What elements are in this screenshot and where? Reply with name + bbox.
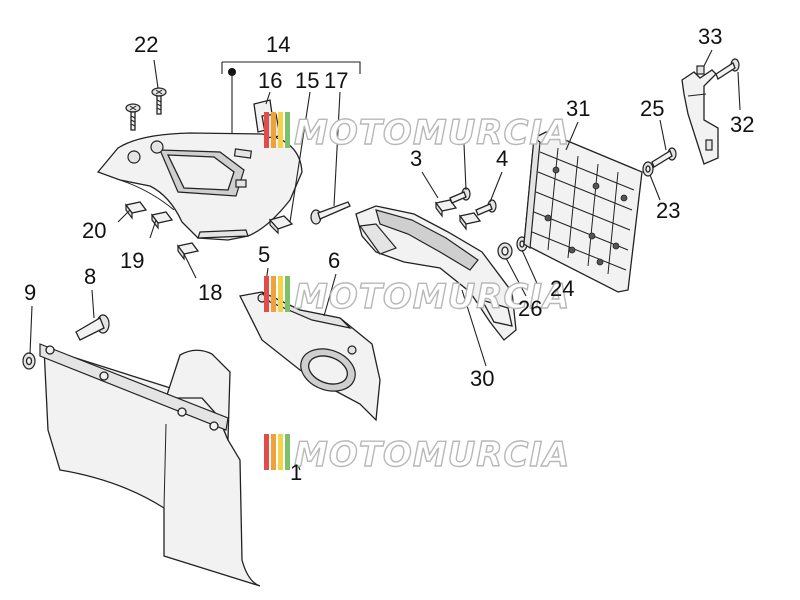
part-8-bolt — [75, 314, 110, 341]
callout-5: 5 — [258, 242, 270, 267]
part-19-clip — [150, 211, 174, 230]
part-3-bracket — [434, 187, 471, 218]
part-22-screws — [125, 87, 167, 131]
callout-24: 24 — [550, 276, 574, 301]
part-31-plate-holder — [523, 131, 643, 293]
callout-16: 16 — [258, 68, 282, 93]
part-23-washer — [642, 161, 654, 177]
callout-26: 26 — [518, 296, 542, 321]
callout-labels: 22 14 16 15 17 20 19 18 5 6 8 9 1 3 4 30… — [24, 24, 754, 485]
watermark-text: MOTOMURCIA — [294, 113, 570, 153]
callout-8: 8 — [84, 264, 96, 289]
part-30-light-housing — [355, 205, 517, 341]
part-1-mudflap — [39, 343, 261, 587]
part-18-clip — [176, 242, 200, 261]
part-6-inner-guard — [239, 291, 381, 422]
watermark-top: MOTOMURCIA — [264, 112, 570, 154]
callout-32: 32 — [730, 112, 754, 137]
callout-3: 3 — [410, 146, 422, 171]
callout-23: 23 — [656, 198, 680, 223]
callout-4: 4 — [496, 146, 508, 171]
callout-25: 25 — [640, 96, 664, 121]
callout-20: 20 — [82, 218, 106, 243]
watermark-middle: MOTOMURCIA — [264, 276, 570, 318]
part-32-screw — [715, 58, 740, 80]
watermark-bottom: MOTOMURCIA — [264, 434, 570, 476]
part-26-washer — [497, 242, 513, 260]
part-20-clip — [124, 201, 148, 220]
callout-6: 6 — [328, 248, 340, 273]
callout-22: 22 — [134, 32, 158, 57]
leader-lines — [29, 49, 741, 471]
callout-1: 1 — [290, 460, 302, 485]
part-17-rivet — [310, 201, 351, 225]
part-15-nut — [268, 215, 294, 235]
watermark-text: MOTOMURCIA — [294, 435, 570, 475]
part-25-bolt — [651, 147, 677, 168]
part-14-carrier — [96, 132, 303, 241]
callout-9: 9 — [24, 280, 36, 305]
watermark-text: MOTOMURCIA — [294, 277, 570, 317]
callout-19: 19 — [120, 248, 144, 273]
callout-31: 31 — [566, 96, 590, 121]
callout-18: 18 — [198, 280, 222, 305]
part-33-bracket — [681, 65, 719, 165]
part-4-bracket — [458, 199, 497, 231]
part-9-washer — [22, 352, 36, 370]
callout-33: 33 — [698, 24, 722, 49]
callout-15: 15 — [295, 68, 319, 93]
callout-14: 14 — [266, 32, 290, 57]
callout-17: 17 — [324, 68, 348, 93]
callout-30: 30 — [470, 366, 494, 391]
